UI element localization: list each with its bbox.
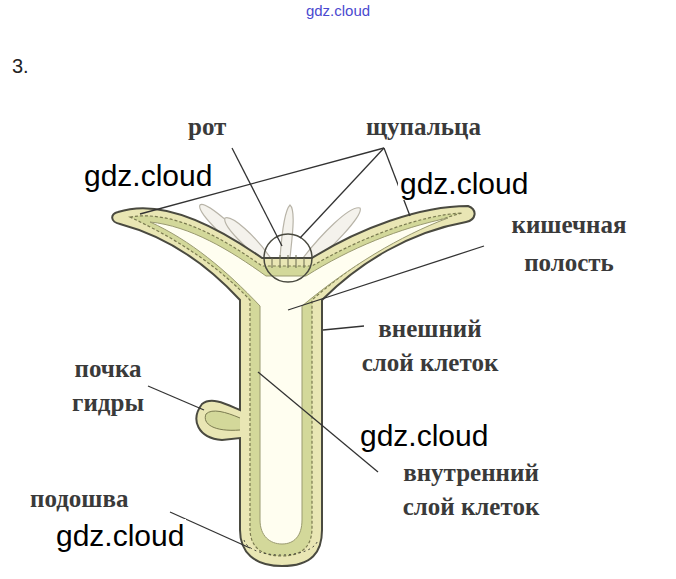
task-number: 3. [12,54,52,78]
text-patch: gdz.cloud [398,167,530,200]
part-label: внешний слой клеток [360,312,500,380]
part-label: рот [188,112,248,142]
text-patch: gdz.cloud [82,159,214,192]
foot-cells [244,540,318,555]
mouth-circle [264,234,312,282]
leader-lines [140,148,484,548]
part-label: кишечная полость [484,206,654,282]
mouth-cells [272,255,304,268]
part-label: внутренний слой клеток [376,456,566,524]
watermark: gdz.cloud [398,166,550,202]
text-patch: gdz.cloud [358,419,490,452]
part-label: щупальца [366,112,556,142]
bud-layer [205,411,240,430]
part-label: подошва [30,484,170,514]
part-label: почка гидры [38,352,178,420]
watermark: gdz.cloud [358,418,510,454]
text-patch: gdz.cloud [54,519,186,552]
watermark: gdz.cloud [288,2,388,20]
watermark: gdz.cloud [82,158,232,194]
watermark: gdz.cloud [54,518,206,554]
